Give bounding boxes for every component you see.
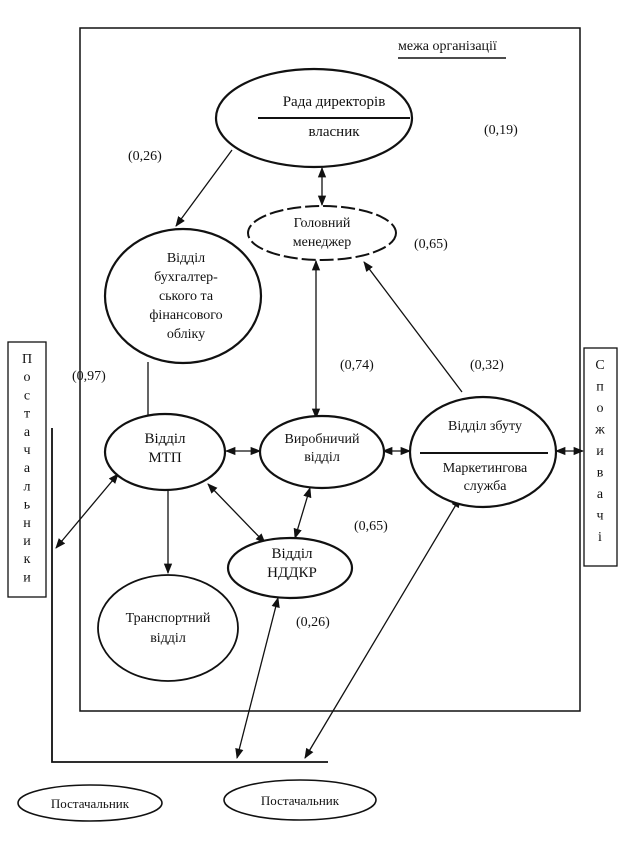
board-top-label: Рада директорів bbox=[283, 94, 386, 110]
node-rnd-department: Відділ НДДКР bbox=[226, 536, 354, 600]
external-supplier-2: Постачальник bbox=[223, 779, 377, 821]
coef-manager-sales: (0,65) bbox=[414, 237, 448, 252]
board-bottom-label: власник bbox=[308, 124, 360, 140]
manager-line-1: Головний bbox=[294, 216, 351, 231]
accounting-line-5: обліку bbox=[167, 327, 205, 342]
node-mtp-department: Відділ МТП bbox=[103, 412, 227, 492]
arrow-sales-manager bbox=[363, 261, 463, 393]
coef-board-accounting: (0,26) bbox=[128, 149, 162, 164]
sales-top-label: Відділ збуту bbox=[448, 419, 522, 434]
accounting-line-1: Відділ bbox=[167, 251, 205, 266]
node-sales-department: Відділ збуту Маркетингова служба bbox=[408, 395, 558, 509]
sales-bottom-line-2: служба bbox=[464, 479, 508, 494]
node-transport-department: Транспортний відділ bbox=[97, 574, 239, 682]
coef-sales-up: (0,32) bbox=[470, 358, 504, 373]
external-supplier-1: Постачальник bbox=[17, 784, 163, 822]
mtp-line-2: МТП bbox=[148, 450, 182, 466]
rnd-line-1: Відділ bbox=[271, 546, 313, 562]
arrow-board-accounting bbox=[175, 149, 233, 227]
transport-line-2: відділ bbox=[150, 631, 186, 646]
arrow-rnd-supplier bbox=[235, 596, 280, 760]
production-line-2: відділ bbox=[304, 450, 340, 465]
coef-manager-production: (0,74) bbox=[340, 358, 374, 373]
external-supplier-2-label: Постачальник bbox=[261, 793, 340, 808]
external-supplier-1-label: Постачальник bbox=[51, 796, 130, 811]
accounting-line-4: фінансового bbox=[149, 308, 222, 323]
arrow-production-rnd bbox=[293, 487, 312, 539]
rnd-line-2: НДДКР bbox=[267, 565, 317, 581]
node-production-department: Виробничий відділ bbox=[258, 414, 386, 490]
transport-line-1: Транспортний bbox=[126, 611, 211, 626]
arrow-sales-supplier bbox=[304, 497, 461, 759]
coef-board-right: (0,19) bbox=[484, 123, 518, 138]
node-general-manager: Головний менеджер bbox=[247, 205, 397, 261]
coef-rnd-supplier: (0,26) bbox=[296, 615, 330, 630]
node-board-of-directors: Рада директорів власник bbox=[214, 67, 414, 169]
coef-production-sales: (0,65) bbox=[354, 519, 388, 534]
arrow-suppliers-mtp bbox=[55, 473, 119, 549]
accounting-line-2: бухгалтер- bbox=[154, 270, 218, 285]
boundary-label: межа організації bbox=[398, 39, 497, 54]
coef-accounting-mtp: (0,97) bbox=[72, 369, 106, 384]
node-accounting-department: Відділ бухгалтер- ського та фінансового … bbox=[103, 227, 263, 365]
arrow-mtp-rnd bbox=[207, 483, 266, 544]
production-line-1: Виробничий bbox=[285, 432, 360, 447]
sales-bottom-line-1: Маркетингова bbox=[443, 461, 528, 476]
manager-line-2: менеджер bbox=[293, 235, 351, 250]
accounting-line-3: ського та bbox=[159, 289, 214, 304]
mtp-line-1: Відділ bbox=[144, 431, 186, 447]
supplier-boundary-line bbox=[51, 428, 328, 763]
